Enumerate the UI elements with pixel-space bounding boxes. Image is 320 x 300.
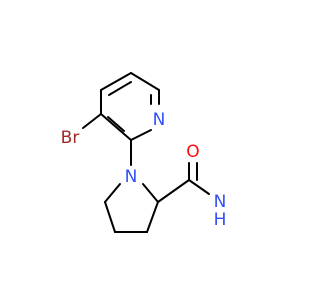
bond-c4prime-c5prime — [104, 201, 116, 233]
bond-c2prime-ccarbonyl — [157, 179, 190, 203]
bond-c5-c6 — [130, 72, 160, 91]
molecule-diagram: Br N N O N H — [60, 72, 227, 233]
amide-hydrogen-label: H — [214, 210, 227, 230]
bond-c-nh2 — [188, 179, 210, 195]
bond-c2-c3-inner — [107, 116, 125, 132]
pyridine-ring — [100, 72, 160, 141]
bond-n-c2prime — [142, 183, 159, 203]
carboxamide-group — [157, 162, 210, 203]
bond-c4-c5 — [100, 72, 132, 91]
amide-nitrogen-label: N — [214, 192, 227, 212]
bond-c2-c3 — [100, 113, 132, 141]
pyrrolidine-nitrogen-label: N — [125, 167, 138, 187]
pyrrolidine-ring — [104, 139, 159, 233]
bond-n1-c2 — [130, 129, 152, 141]
bond-c3-br — [82, 113, 102, 129]
molecule-structure: Br N N O N H — [61, 72, 227, 233]
bond-c5prime-n — [104, 183, 121, 203]
pyridine-nitrogen-label: N — [153, 110, 166, 130]
bond-c4-c5-inner — [108, 81, 132, 96]
bond-c2prime-c3prime — [146, 201, 159, 233]
bromine-substituent — [82, 113, 102, 129]
bromine-atom-label: Br — [61, 128, 80, 148]
carbonyl-oxygen-label: O — [186, 142, 199, 162]
